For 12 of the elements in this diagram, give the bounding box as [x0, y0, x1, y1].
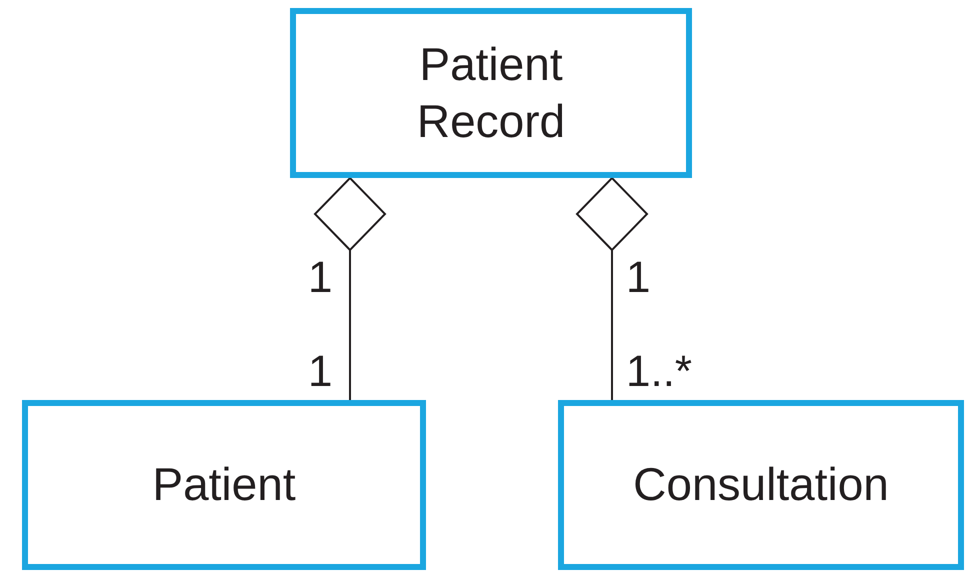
multiplicity-label: 1..*: [626, 350, 692, 394]
class-box: [558, 400, 964, 570]
class-box: [22, 400, 426, 570]
aggregation-connector: [576, 177, 648, 400]
multiplicity-label: 1: [626, 256, 650, 300]
multiplicity-label: 1: [308, 256, 332, 300]
aggregation-connector: [314, 177, 386, 400]
class-name: Patient: [152, 457, 296, 512]
class-name: Consultation: [633, 457, 889, 512]
class-box: [290, 8, 692, 178]
multiplicity-label: 1: [308, 350, 332, 394]
class-name: Patient Record: [416, 36, 566, 149]
